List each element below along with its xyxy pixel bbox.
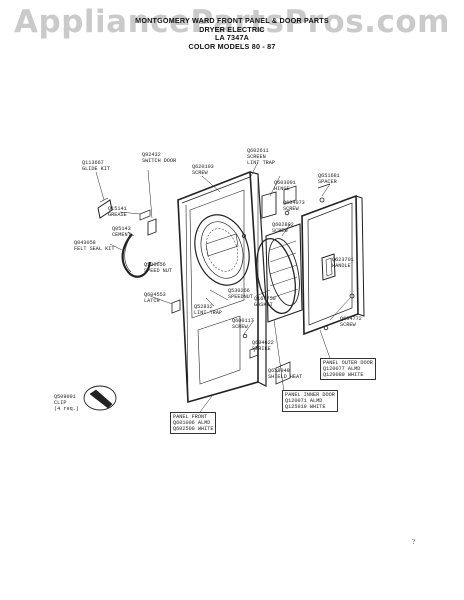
- front-panel-shape: [177, 170, 259, 404]
- header-line-1: MONTGOMERY WARD FRONT PANEL & DOOR PARTS: [135, 16, 329, 25]
- page-mark: ?: [412, 538, 416, 546]
- header-line-4: COLOR MODELS 80 - 87: [188, 42, 276, 51]
- header-line-2: DRYER ELECTRIC: [199, 25, 265, 34]
- handle-shape: [321, 253, 336, 281]
- inner-door-shape: [265, 223, 303, 323]
- header-line-3: LA 7347A: [214, 33, 250, 42]
- watermark: AppliancePartsPros.com: [14, 4, 450, 40]
- felt-seal-arc: [121, 233, 152, 278]
- door-opening-ring: [194, 214, 250, 286]
